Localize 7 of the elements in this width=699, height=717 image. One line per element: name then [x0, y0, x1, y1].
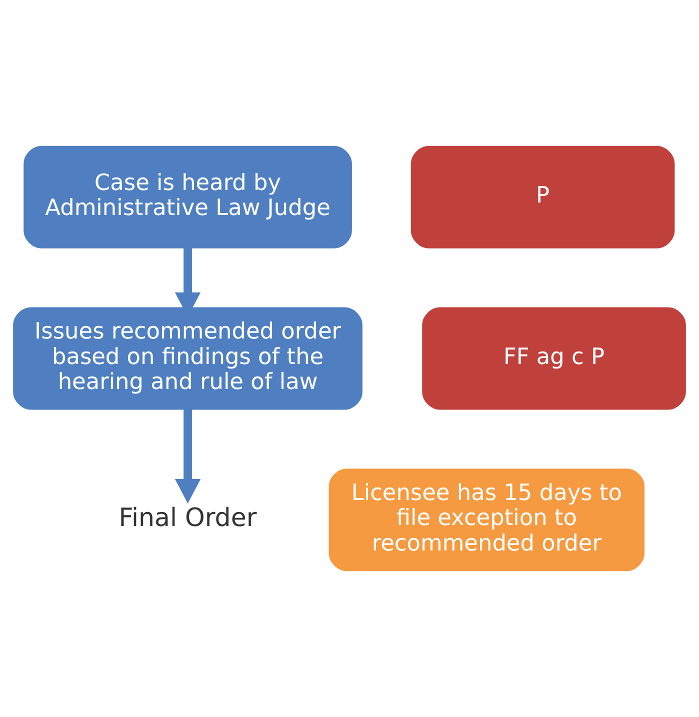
- node-box: Issues recommended order based on findings of the hearing and rule of law: [13, 307, 362, 410]
- node-text: Final Order: [118, 503, 257, 532]
- node-box: Case is heard by Administrative Law Judge: [24, 146, 352, 248]
- node-box: P: [410, 146, 675, 248]
- node-box: Licensee has 15 days to file exception to recommended order: [328, 468, 645, 572]
- arrow: [174, 409, 201, 504]
- node-box: FF ag c P: [422, 307, 686, 410]
